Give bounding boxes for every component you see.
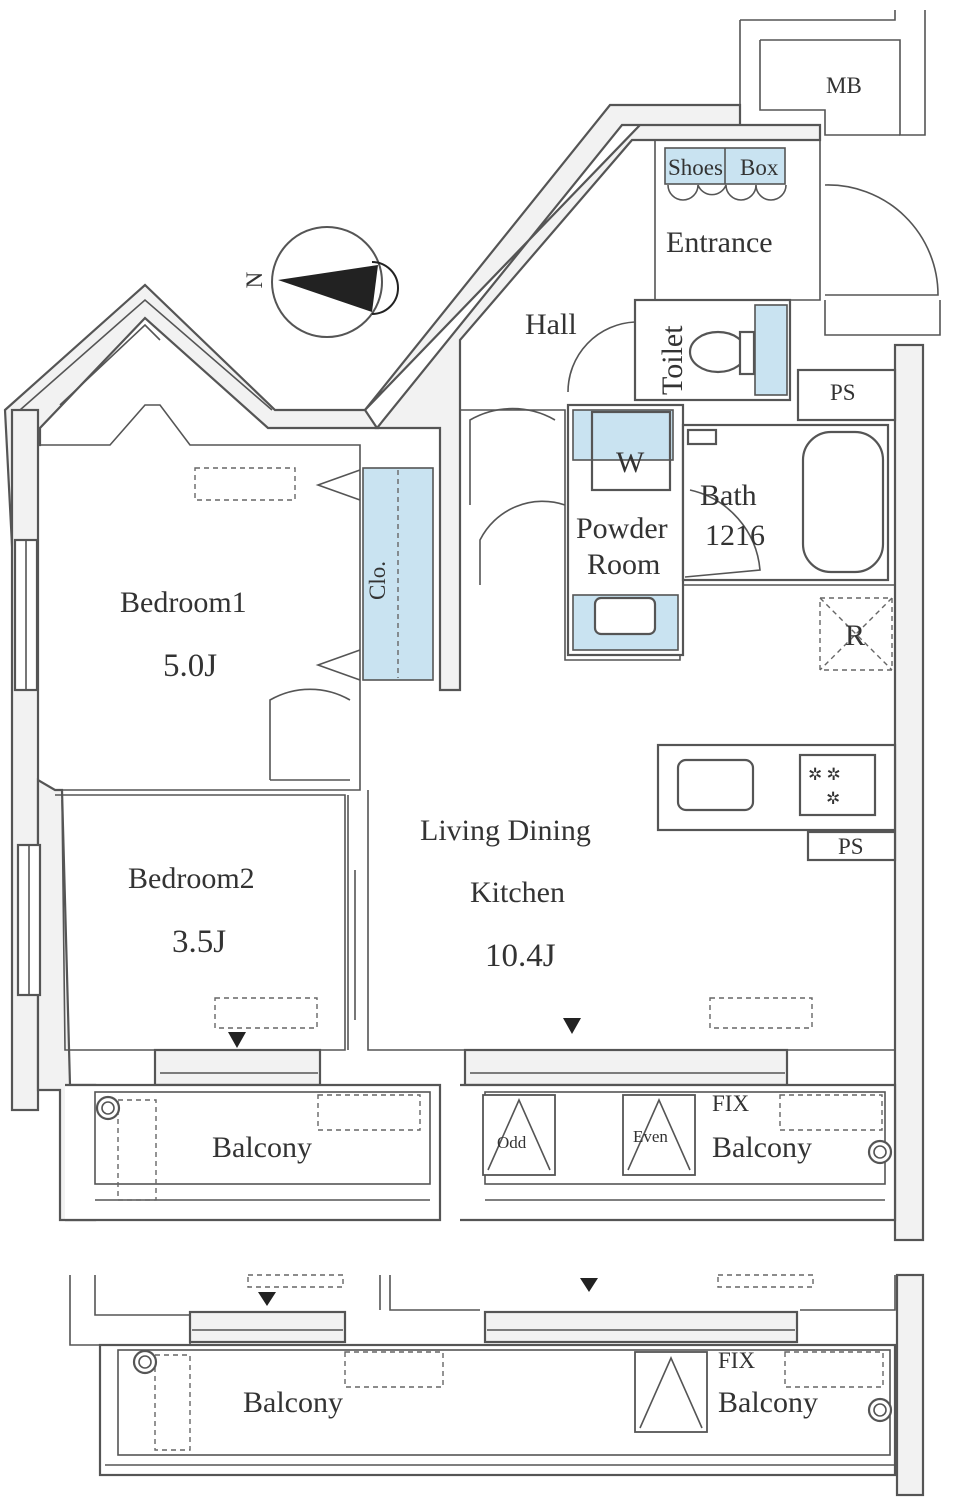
bedroom1-area bbox=[13, 404, 434, 791]
entrance-label: Entrance bbox=[666, 226, 773, 259]
ps-top-label: PS bbox=[830, 380, 856, 405]
ldk-size: 10.4J bbox=[485, 938, 556, 974]
mb-label: MB bbox=[826, 73, 862, 98]
room-labels: MB Shoes Box Entrance Hall Toilet PS W B… bbox=[120, 73, 865, 1419]
powder-room-label-line1: Powder bbox=[576, 512, 668, 545]
balcony-left-label: Balcony bbox=[212, 1131, 312, 1164]
balcony-alt-left-label: Balcony bbox=[243, 1386, 343, 1419]
wet-areas bbox=[566, 140, 939, 657]
ldk-area: ✲ ✲ ✲ bbox=[367, 407, 897, 1051]
shoes-box-label-right: Box bbox=[740, 155, 779, 180]
compass: N bbox=[242, 226, 399, 338]
bedroom1-size: 5.0J bbox=[163, 648, 217, 684]
odd-label: Odd bbox=[497, 1133, 527, 1152]
toilet-label: Toilet bbox=[656, 325, 689, 395]
bedroom2-area bbox=[16, 794, 356, 1051]
balcony-right-label: Balcony bbox=[712, 1131, 812, 1164]
closet-label: Clo. bbox=[365, 561, 390, 600]
svg-text:✲: ✲ bbox=[826, 789, 840, 808]
bath-size-label: 1216 bbox=[705, 519, 765, 552]
north-arrow-icon bbox=[278, 265, 378, 312]
ldk-label-line1: Living Dining bbox=[420, 814, 591, 847]
powder-room-label-line2: Room bbox=[587, 548, 660, 581]
shoes-box-label-left: Shoes bbox=[668, 155, 723, 180]
balcony-main bbox=[65, 1048, 897, 1222]
balcony-alt-right-label: Balcony bbox=[718, 1386, 818, 1419]
balcony-alt bbox=[69, 1273, 925, 1497]
ps-kitchen-label: PS bbox=[838, 834, 864, 859]
bedroom2-name: Bedroom2 bbox=[128, 862, 255, 895]
washer-label: W bbox=[616, 446, 645, 479]
svg-text:✲ ✲: ✲ ✲ bbox=[808, 765, 841, 784]
bath-label: Bath bbox=[700, 479, 757, 512]
bedroom2-size: 3.5J bbox=[172, 924, 226, 960]
bedroom1-name: Bedroom1 bbox=[120, 586, 247, 619]
ldk-label-line2: Kitchen bbox=[470, 876, 565, 909]
fix-alt-label: FIX bbox=[718, 1348, 755, 1373]
compass-north-label: N bbox=[242, 271, 267, 288]
hall-label: Hall bbox=[525, 308, 577, 341]
fix-label: FIX bbox=[712, 1091, 749, 1116]
even-label: Even bbox=[633, 1127, 668, 1146]
refrigerator-label: R bbox=[845, 619, 865, 652]
